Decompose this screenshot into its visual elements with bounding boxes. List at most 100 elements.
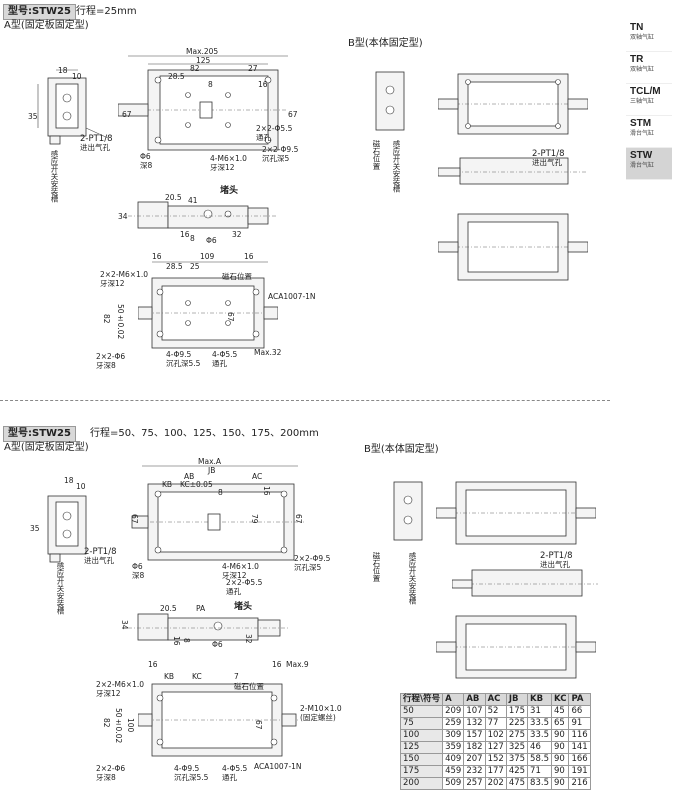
typeb-front-drawing [452,564,598,604]
hole-label: 4-Φ5.5 [222,764,248,773]
table-header: KB [527,693,552,706]
product-nav: TN 双轴气缸 TR 双轴气缸 TCL/M 三轴气缸 STM 滑台气缸 STW … [626,20,672,180]
thread-sub: 牙深12 [96,689,121,698]
table-cell: 232 [463,765,486,778]
dim-label: 16 [152,252,162,261]
port-sub: 进出气孔 [80,143,110,152]
bottom-view-drawing [138,668,298,764]
dim-label: 82 [102,718,111,728]
table-cell: 191 [568,765,591,778]
dim-label: 10 [72,72,82,81]
table-cell: 90 [550,765,570,778]
port-label: 2-PT1/8 [80,134,113,144]
hole-label: Φ6 [140,152,151,161]
nav-item-stw[interactable]: STW 滑台气缸 [626,148,672,180]
dim-label: 100 [126,718,135,733]
thread-label: 4-M6×1.0 [222,562,259,571]
table-cell: 182 [463,741,486,754]
dim-label: 50±0.02 [116,304,125,340]
table-cell: 90 [550,777,570,790]
table-cell: 325 [505,741,529,754]
magnet-pos-label: 磁石位置 [222,272,252,281]
nav-item-tr[interactable]: TR 双轴气缸 [626,52,672,84]
sensor-model-label: ACA1007-1N [254,762,302,771]
dim-label: 67 [130,514,139,524]
hole-label: 2×2-Φ6 [96,764,126,773]
dim-label: AC [252,472,263,481]
dim-label: 125 [196,56,211,65]
dim-label: 79 [250,514,259,524]
table-cell: 33.5 [527,717,552,730]
table-cell: 102 [484,729,507,742]
table-cell: 359 [442,741,465,754]
table-cell: 216 [568,777,591,790]
table-cell: 475 [505,777,529,790]
dim-label: 16 [172,636,181,646]
hole-label: Φ6 [132,562,143,571]
section-divider [0,400,610,401]
typeb-bottom-drawing [436,612,596,682]
nav-item-tcl[interactable]: TCL/M 三轴气缸 [626,84,672,116]
dim-label: 28.5 [168,72,185,81]
dim-label: 16 [262,486,271,496]
table-cell: 141 [568,741,591,754]
table-cell: 150 [399,753,444,766]
port-label: 2-PT1/8 [84,547,117,557]
table-cell: 175 [399,765,444,778]
typeb-bottom-drawing [438,210,588,284]
nav-item-stm[interactable]: STM 滑台气缸 [626,116,672,148]
stroke-text: 行程=25mm [76,6,137,17]
thread-label: 2×2-M6×1.0 [96,680,144,689]
table-cell: 157 [463,729,486,742]
hole-sub: 牙深8 [96,361,116,370]
magnet-pos-vertical: 磁石位置 [372,140,381,170]
thread-label: 4-M6×1.0 [210,154,247,163]
table-cell: 125 [399,741,444,754]
nav-label: 双轴气缸 [630,66,655,73]
nav-item-tn[interactable]: TN 双轴气缸 [626,20,672,52]
hole-sub: 通孔 [256,133,271,142]
dim-label: KC±0.05 [180,480,213,489]
table-cell: 91 [568,717,591,730]
nav-code: STW [630,150,653,161]
typeb-front-drawing [438,152,588,192]
table-cell: 90 [550,741,570,754]
table-cell: 77 [484,717,507,730]
nav-code: TR [630,54,644,65]
thread-sub: 牙深12 [210,163,235,172]
top-view-drawing [118,460,308,570]
dim-label: 16 [244,252,254,261]
dim-label: 8 [182,638,191,643]
table-cell: 46 [527,741,552,754]
nav-code: TCL/M [630,86,661,97]
table-cell: 75 [399,717,444,730]
table-cell: 45 [550,705,570,718]
dim-label: 34 [118,212,128,221]
table-cell: 66 [568,705,591,718]
table-cell: 58.5 [527,753,552,766]
dim-label: JB [208,466,216,475]
dim-label: PA [196,604,206,613]
table-cell: 31 [527,705,552,718]
stroke-text: 行程=50、75、100、125、150、175、200mm [90,428,319,439]
dim-label: 18 [58,66,68,75]
table-header: KC [550,693,570,706]
front-view-drawing [128,190,278,240]
table-cell: 200 [399,777,444,790]
table-cell: 107 [463,705,486,718]
typeb-top-drawing [438,70,588,138]
table-cell: 65 [550,717,570,730]
hole-sub: 牙深8 [96,773,116,782]
dim-label: 16 [258,80,268,89]
table-cell: 207 [463,753,486,766]
port-sub: 进出气孔 [540,560,570,569]
nav-code: STM [630,118,652,129]
table-header: PA [568,693,591,706]
type-a-title: A型(固定板固定型) [4,442,89,453]
sensor-slot-label: 感应开关安装槽 [56,562,65,615]
